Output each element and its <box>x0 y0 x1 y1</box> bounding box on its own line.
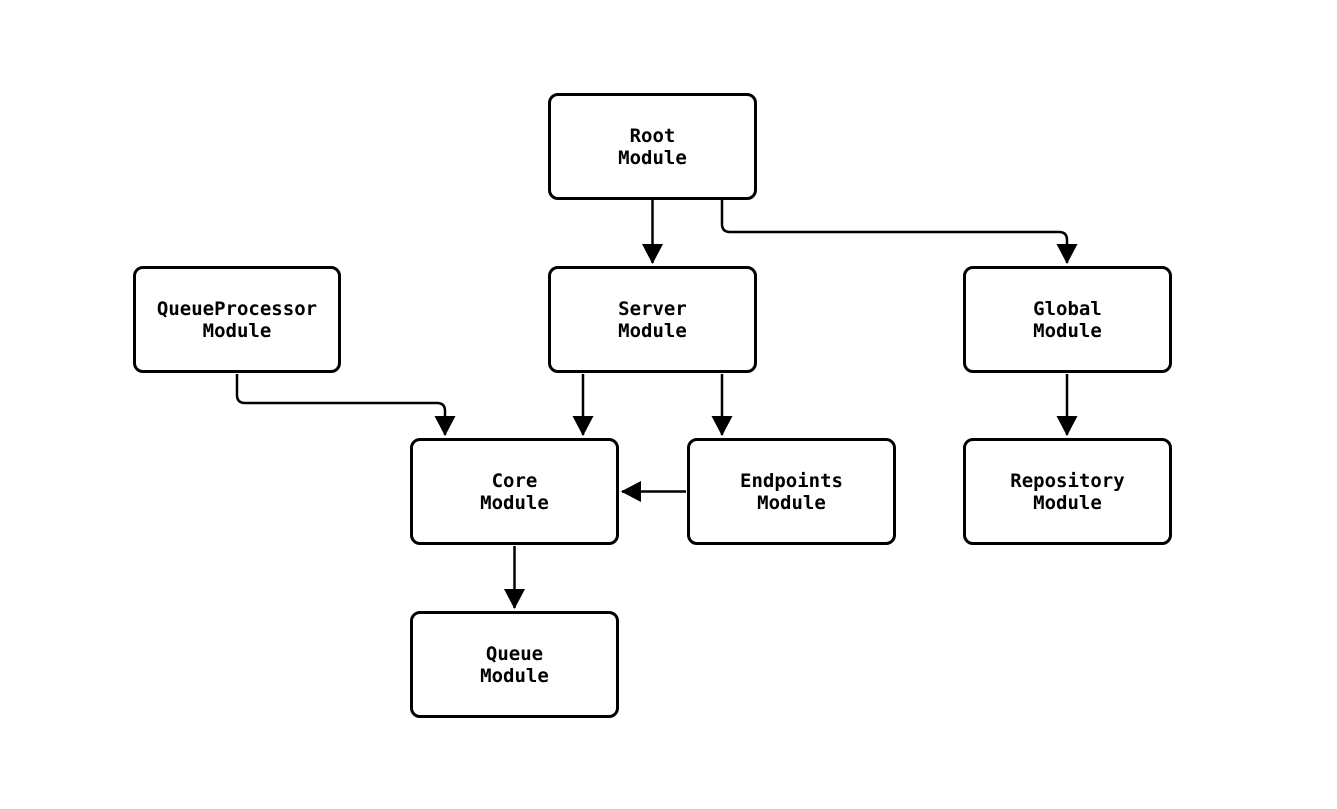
node-label-line: Repository <box>1010 469 1125 492</box>
node-label-line: Module <box>618 319 687 342</box>
edge-queueprocessor-module-to-core-module <box>235 374 456 436</box>
node-label-line: Module <box>618 146 687 169</box>
node-label-line: Queue <box>485 642 544 665</box>
edge-root-module-to-global-module <box>720 200 1078 264</box>
node-label-line: Module <box>757 491 826 514</box>
node-label-line: Server <box>618 297 687 320</box>
node-label-line: QueueProcessor <box>156 297 318 320</box>
node-label-line: Module <box>480 491 549 514</box>
node-label-line: Endpoints <box>740 469 843 492</box>
node-label-line: Global <box>1033 297 1102 320</box>
node-label-line: Core <box>491 469 538 492</box>
node-label-line: Module <box>1033 319 1102 342</box>
node-label-line: Module <box>202 319 272 342</box>
node-label-line: Module <box>480 664 549 687</box>
node-label-line: Module <box>1033 491 1102 514</box>
node-label-line: Root <box>629 124 676 147</box>
